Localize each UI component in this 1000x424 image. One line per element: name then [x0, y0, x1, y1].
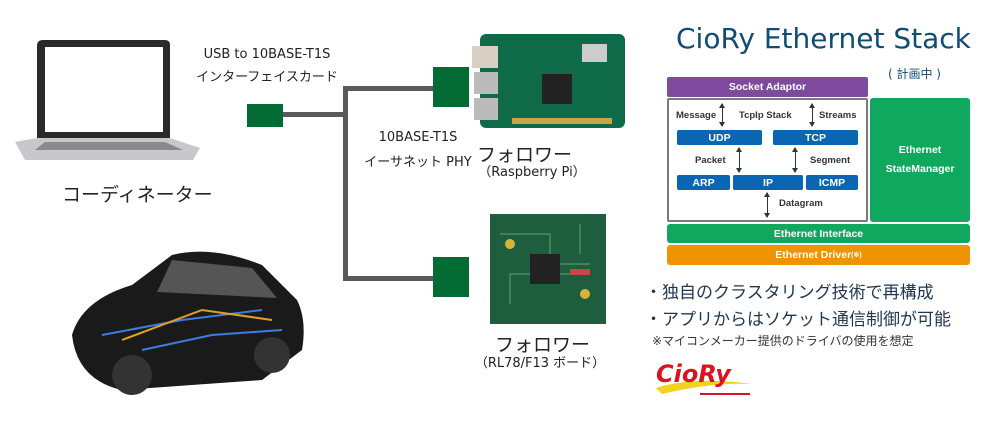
follower1-label: フォロワー — [477, 144, 573, 166]
plan-status: ( 計画中 ) — [888, 67, 941, 81]
state-manager-line1: Ethernet — [898, 144, 942, 156]
driver-note-mark: (※) — [851, 252, 862, 259]
tcp-block: TCP — [773, 130, 858, 145]
usb-card-label-line1: USB to 10BASE-T1S — [203, 47, 331, 62]
phy-module-top — [433, 67, 469, 107]
ethernet-driver-label: Ethernet Driver — [775, 249, 852, 261]
udp-block: UDP — [677, 130, 762, 145]
icmp-block: ICMP — [806, 175, 858, 190]
streams-label: Streams — [819, 110, 857, 121]
phy-label-line1: 10BASE-T1S — [378, 130, 458, 145]
coordinator-label: コーディネーター — [62, 184, 213, 206]
rl78-board-image — [490, 214, 606, 324]
ethernet-driver-block: Ethernet Driver(※) — [667, 245, 970, 265]
packet-label: Packet — [695, 155, 726, 166]
usb-card-label-line2: インターフェイスカード — [196, 70, 338, 85]
socket-adaptor-block: Socket Adaptor — [667, 77, 868, 97]
segment-label: Segment — [810, 155, 851, 166]
bullet-2: ・アプリからはソケット通信制御が可能 — [645, 310, 951, 330]
ciory-logo: CioRy — [652, 358, 757, 398]
follower1-sub: （Raspberry Pi） — [478, 165, 586, 180]
bus-branch-top — [343, 86, 435, 91]
phy-label: 10BASE-T1S イーサネット PHY — [358, 130, 478, 170]
usb-card-module — [247, 104, 283, 127]
raspberry-pi-board-image — [472, 34, 625, 128]
ip-block: IP — [733, 175, 803, 190]
message-arrow — [719, 103, 725, 127]
state-manager-line2: StateManager — [885, 163, 955, 175]
phy-label-line2: イーサネット PHY — [364, 155, 472, 170]
ethernet-interface-block: Ethernet Interface — [667, 224, 970, 243]
segment-arrow — [792, 147, 798, 173]
packet-arrow — [736, 147, 742, 173]
stack-title: CioRy Ethernet Stack — [676, 22, 971, 55]
driver-note: ※マイコンメーカー提供のドライバの使用を想定 — [652, 334, 914, 348]
state-manager-block: Ethernet StateManager — [870, 98, 970, 222]
phy-module-bottom — [433, 257, 469, 297]
usb-card-label: USB to 10BASE-T1S インターフェイスカード — [192, 47, 342, 85]
bus-line — [280, 112, 346, 117]
datagram-arrow — [764, 192, 770, 218]
message-label: Message — [676, 110, 717, 121]
ciory-logo-swoosh: CioRy — [656, 360, 752, 395]
follower2-label: フォロワー — [495, 334, 591, 356]
bus-branch-bottom — [343, 276, 435, 281]
datagram-label: Datagram — [779, 198, 823, 209]
bullet-1: ・独自のクラスタリング技術で再構成 — [645, 283, 934, 303]
streams-arrow — [809, 103, 815, 127]
car-image — [72, 251, 304, 395]
laptop-image — [15, 40, 200, 160]
arp-block: ARP — [677, 175, 730, 190]
tcpip-stack-label: TcpIp Stack — [739, 110, 792, 121]
follower2-sub: （RL78/F13 ボード） — [474, 356, 606, 371]
bus-trunk — [343, 86, 348, 281]
svg-text:CioRy: CioRy — [656, 360, 732, 388]
